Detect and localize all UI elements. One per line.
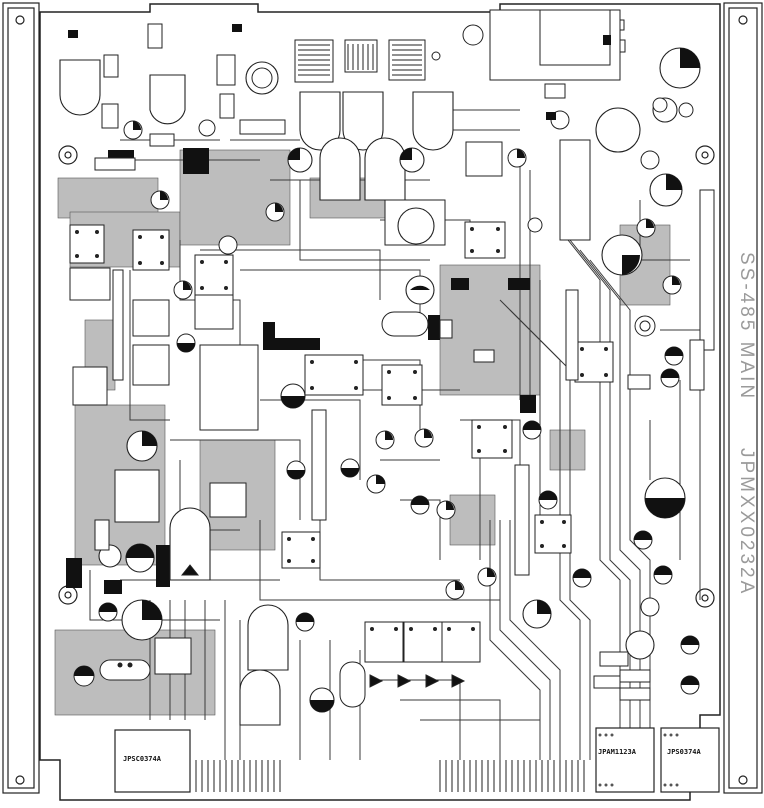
side-connectors bbox=[489, 9, 715, 391]
inductors bbox=[294, 39, 426, 83]
right-rail bbox=[723, 2, 763, 794]
sub-board-outlines bbox=[114, 727, 720, 793]
sub-board-label-right: JPS0374A bbox=[667, 748, 701, 756]
diodes bbox=[180, 564, 466, 688]
board-part-number: JPMXX0232A bbox=[736, 448, 757, 597]
board-title-label: SS-485 MAIN bbox=[736, 252, 757, 402]
board-outline bbox=[39, 3, 721, 801]
transistors bbox=[59, 59, 454, 726]
sub-board-label-left: JPSC0374A bbox=[123, 755, 161, 763]
sub-board-dots bbox=[598, 733, 679, 787]
sub-board-label-middle: JPAM1123A bbox=[598, 748, 636, 756]
test-points bbox=[68, 24, 611, 120]
oscillator-can bbox=[251, 51, 656, 337]
ic-pads bbox=[75, 227, 608, 668]
capacitor-polarity-marks bbox=[126, 48, 700, 712]
left-rail bbox=[2, 2, 40, 794]
edge-connector-pins bbox=[189, 760, 585, 792]
resistors bbox=[94, 19, 651, 701]
small-capacitor-marks bbox=[74, 121, 699, 685]
